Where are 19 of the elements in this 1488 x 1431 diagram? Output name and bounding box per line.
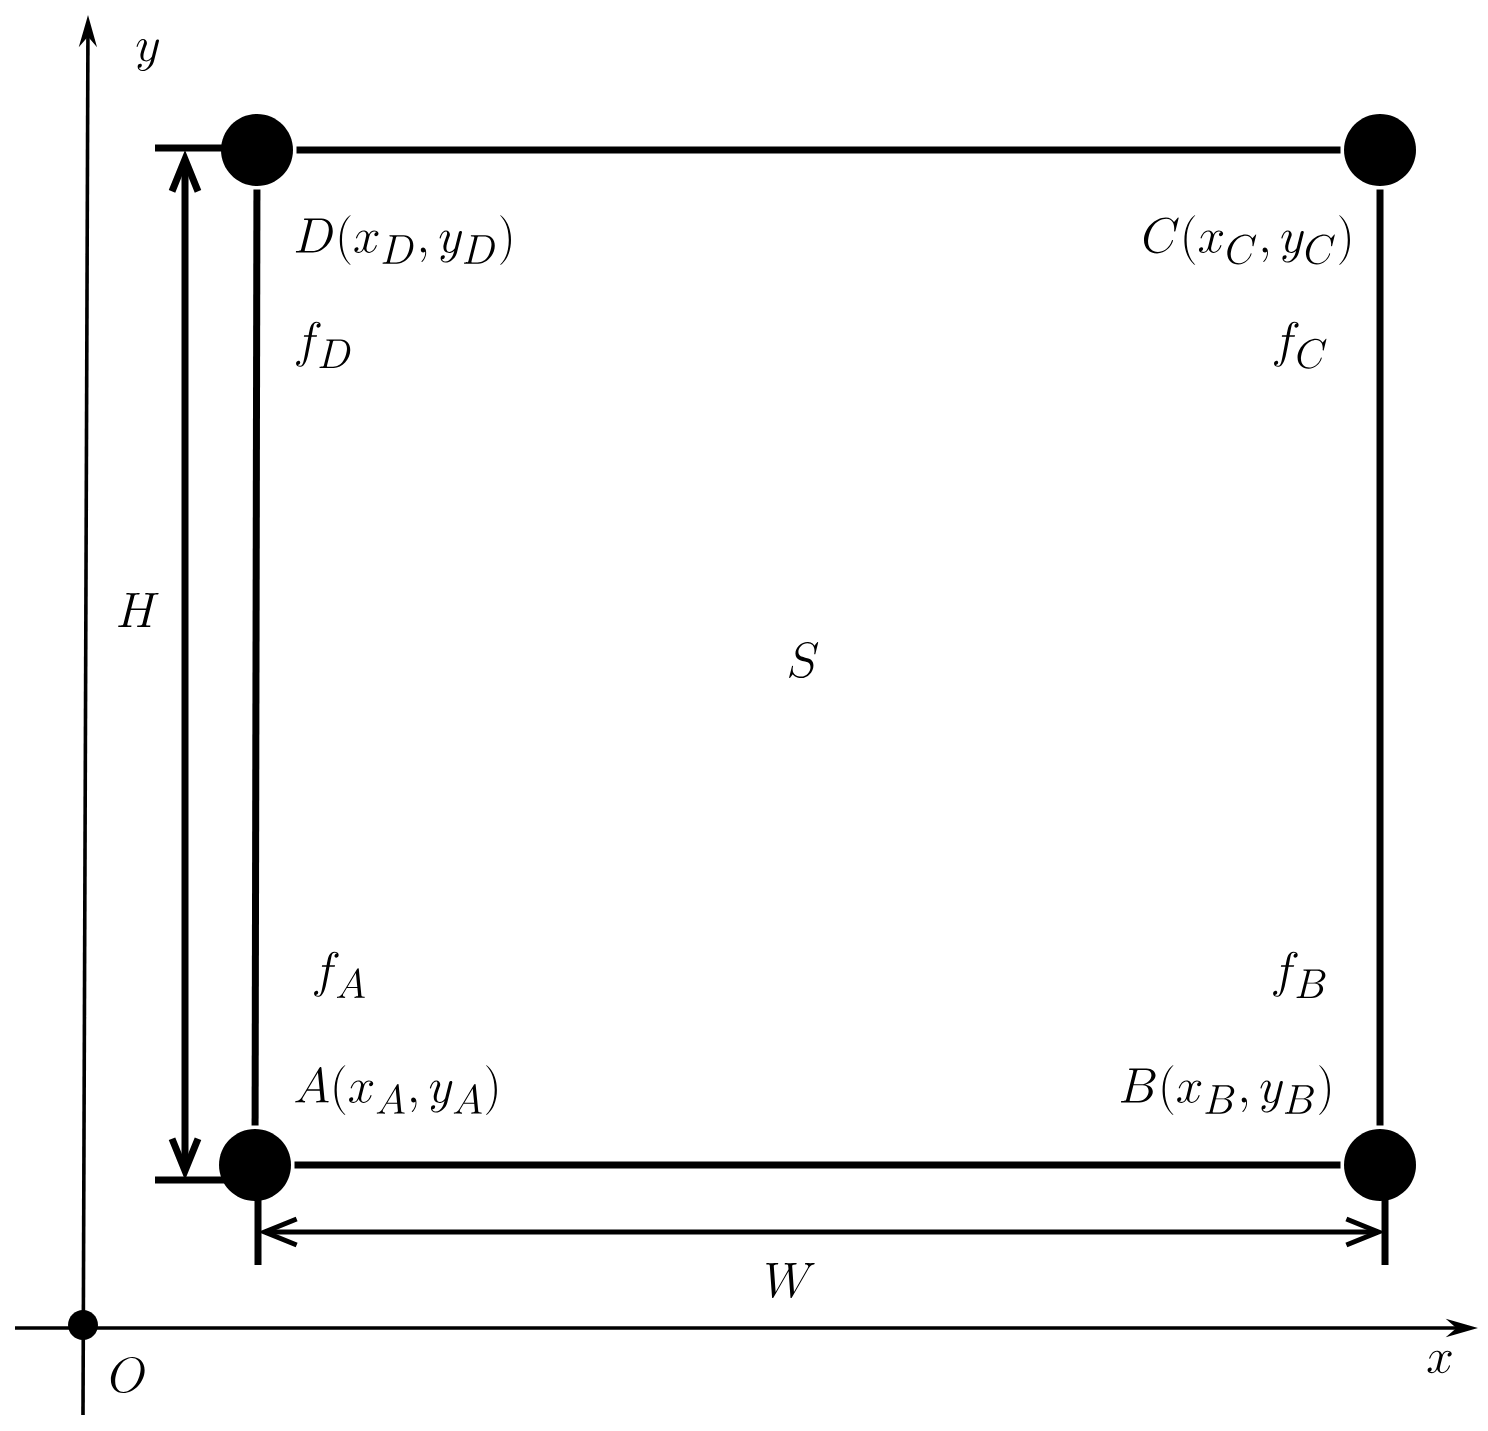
point-label: $f_D$ bbox=[296, 321, 351, 368]
axis-label: $y$ bbox=[136, 38, 159, 72]
point-label: $f_C$ bbox=[1274, 321, 1327, 369]
point-dot bbox=[1344, 1129, 1416, 1201]
point-dot bbox=[1344, 114, 1416, 186]
origin-label: $O$ bbox=[110, 1357, 145, 1394]
point-dot bbox=[221, 114, 293, 186]
dimension-label: $W$ bbox=[766, 1263, 815, 1299]
axis-label: $x$ bbox=[1427, 1350, 1452, 1374]
point-label: $A(x_A,y_A)$ bbox=[295, 1065, 497, 1115]
area-label: $S$ bbox=[789, 642, 819, 679]
point-dot bbox=[219, 1129, 291, 1201]
point-label: $C(x_C,y_C)$ bbox=[1143, 215, 1350, 265]
point-label: $B(x_B,y_B)$ bbox=[1120, 1065, 1330, 1115]
point-label: $f_B$ bbox=[1273, 951, 1326, 998]
point-label: $f_A$ bbox=[314, 951, 365, 998]
point-dot bbox=[68, 1310, 98, 1340]
point-label: $D(x_D,y_D)$ bbox=[295, 215, 511, 265]
dimension-label: $H$ bbox=[118, 593, 159, 627]
